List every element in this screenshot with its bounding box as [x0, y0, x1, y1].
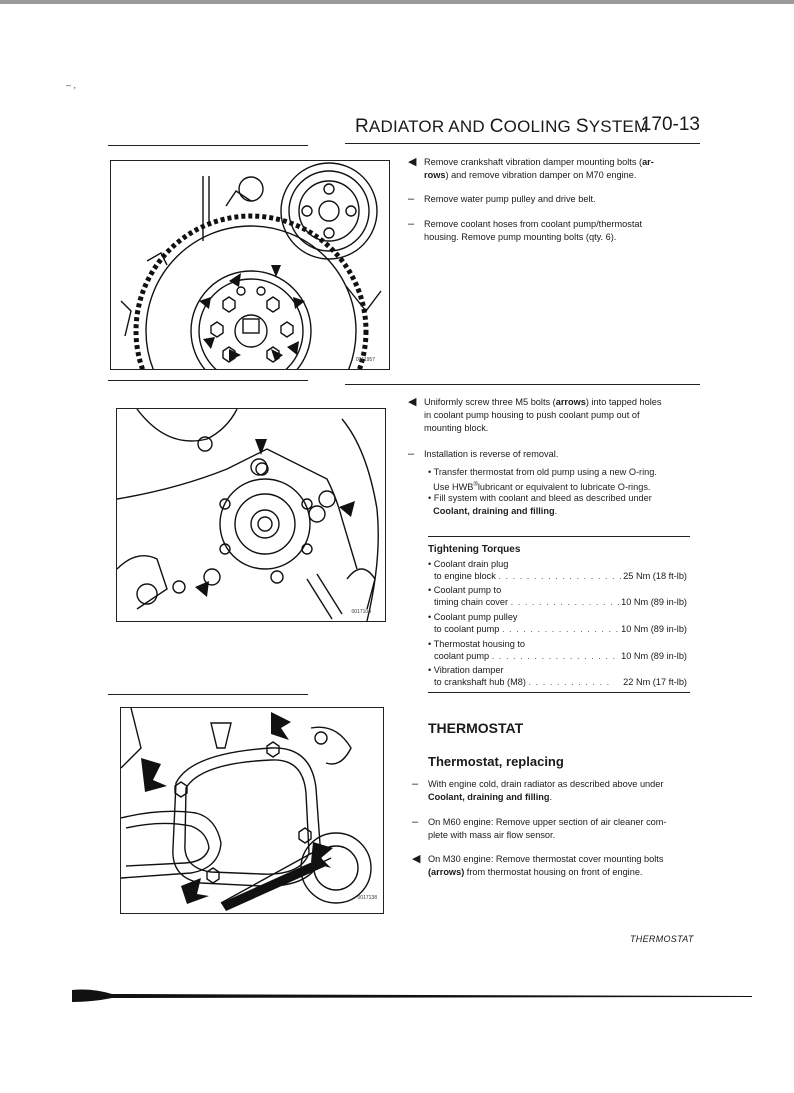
torque-row: • Coolant pump pulley to coolant pump . …: [428, 612, 687, 634]
step-remove-air-cleaner: – On M60 engine: Remove upper section of…: [412, 816, 667, 840]
step-push-pump: ◀ Uniformly screw three M5 bolts (arrows…: [408, 396, 662, 433]
figure-id: 0011957: [355, 357, 375, 363]
damper-illustration: [120, 162, 382, 369]
window-top-border: [0, 0, 794, 4]
pointer-icon: ◀: [412, 853, 421, 865]
pointer-icon: ◀: [408, 396, 417, 408]
sub-step-fill: • Fill system with coolant and bleed as …: [428, 493, 652, 516]
page-number: 170-13: [640, 114, 700, 135]
figure-coolant-pump: 0017104: [116, 408, 386, 622]
section-heading: THERMOSTAT: [428, 720, 524, 736]
torque-row: • Thermostat housing to coolant pump . .…: [428, 639, 687, 661]
header-rule: [345, 143, 700, 144]
step-drain-radiator: – With engine cold, drain radiator as de…: [412, 778, 664, 802]
page-footer: THERMOSTAT: [630, 934, 694, 944]
rule-2: [108, 380, 308, 381]
torque-row: • Coolant pump to timing chain cover . .…: [428, 585, 687, 607]
step-remove-cover-bolts: ◀ On M30 engine: Remove thermostat cover…: [412, 853, 664, 877]
figure-id: 0017104: [351, 609, 371, 615]
bottom-rule: [72, 989, 752, 1002]
figure-thermostat: 0017138: [120, 707, 384, 914]
torque-rule-top: [428, 536, 690, 537]
left-rule: [108, 145, 308, 146]
dash-icon: –: [408, 448, 415, 460]
torque-title: Tightening Torques: [428, 544, 521, 555]
torque-row: • Vibration damper to crankshaft hub (M8…: [428, 665, 687, 687]
page-header: RADIATOR AND COOLING SYSTEM 170-13: [355, 114, 700, 140]
pump-illustration: [117, 409, 379, 621]
step-remove-hoses: – Remove coolant hoses from coolant pump…: [408, 218, 643, 242]
sub-step-thermostat: • Transfer thermostat from old pump usin…: [428, 467, 657, 493]
torque-row: • Coolant drain plug to engine block . .…: [428, 559, 687, 581]
dash-icon: –: [412, 778, 419, 790]
step-remove-damper: ◀ Remove crankshaft vibration damper mou…: [408, 156, 654, 180]
subsection-heading: Thermostat, replacing: [428, 754, 564, 769]
rule-2b: [345, 384, 700, 385]
dash-icon: –: [408, 218, 415, 230]
thermostat-illustration: [121, 708, 372, 911]
dash-icon: –: [412, 816, 419, 828]
rule-3: [108, 694, 308, 695]
figure-vibration-damper: 0011957: [110, 160, 390, 370]
section-title: RADIATOR AND COOLING SYSTEM: [355, 116, 649, 137]
torque-rule-bottom: [428, 692, 690, 693]
step-remove-pulley: – Remove water pump pulley and drive bel…: [408, 193, 596, 205]
step-installation: – Installation is reverse of removal.: [408, 448, 559, 460]
pointer-icon: ◀: [408, 156, 417, 168]
corner-mark: – ,: [66, 80, 77, 90]
figure-id: 0017138: [357, 895, 377, 901]
dash-icon: –: [408, 193, 415, 205]
